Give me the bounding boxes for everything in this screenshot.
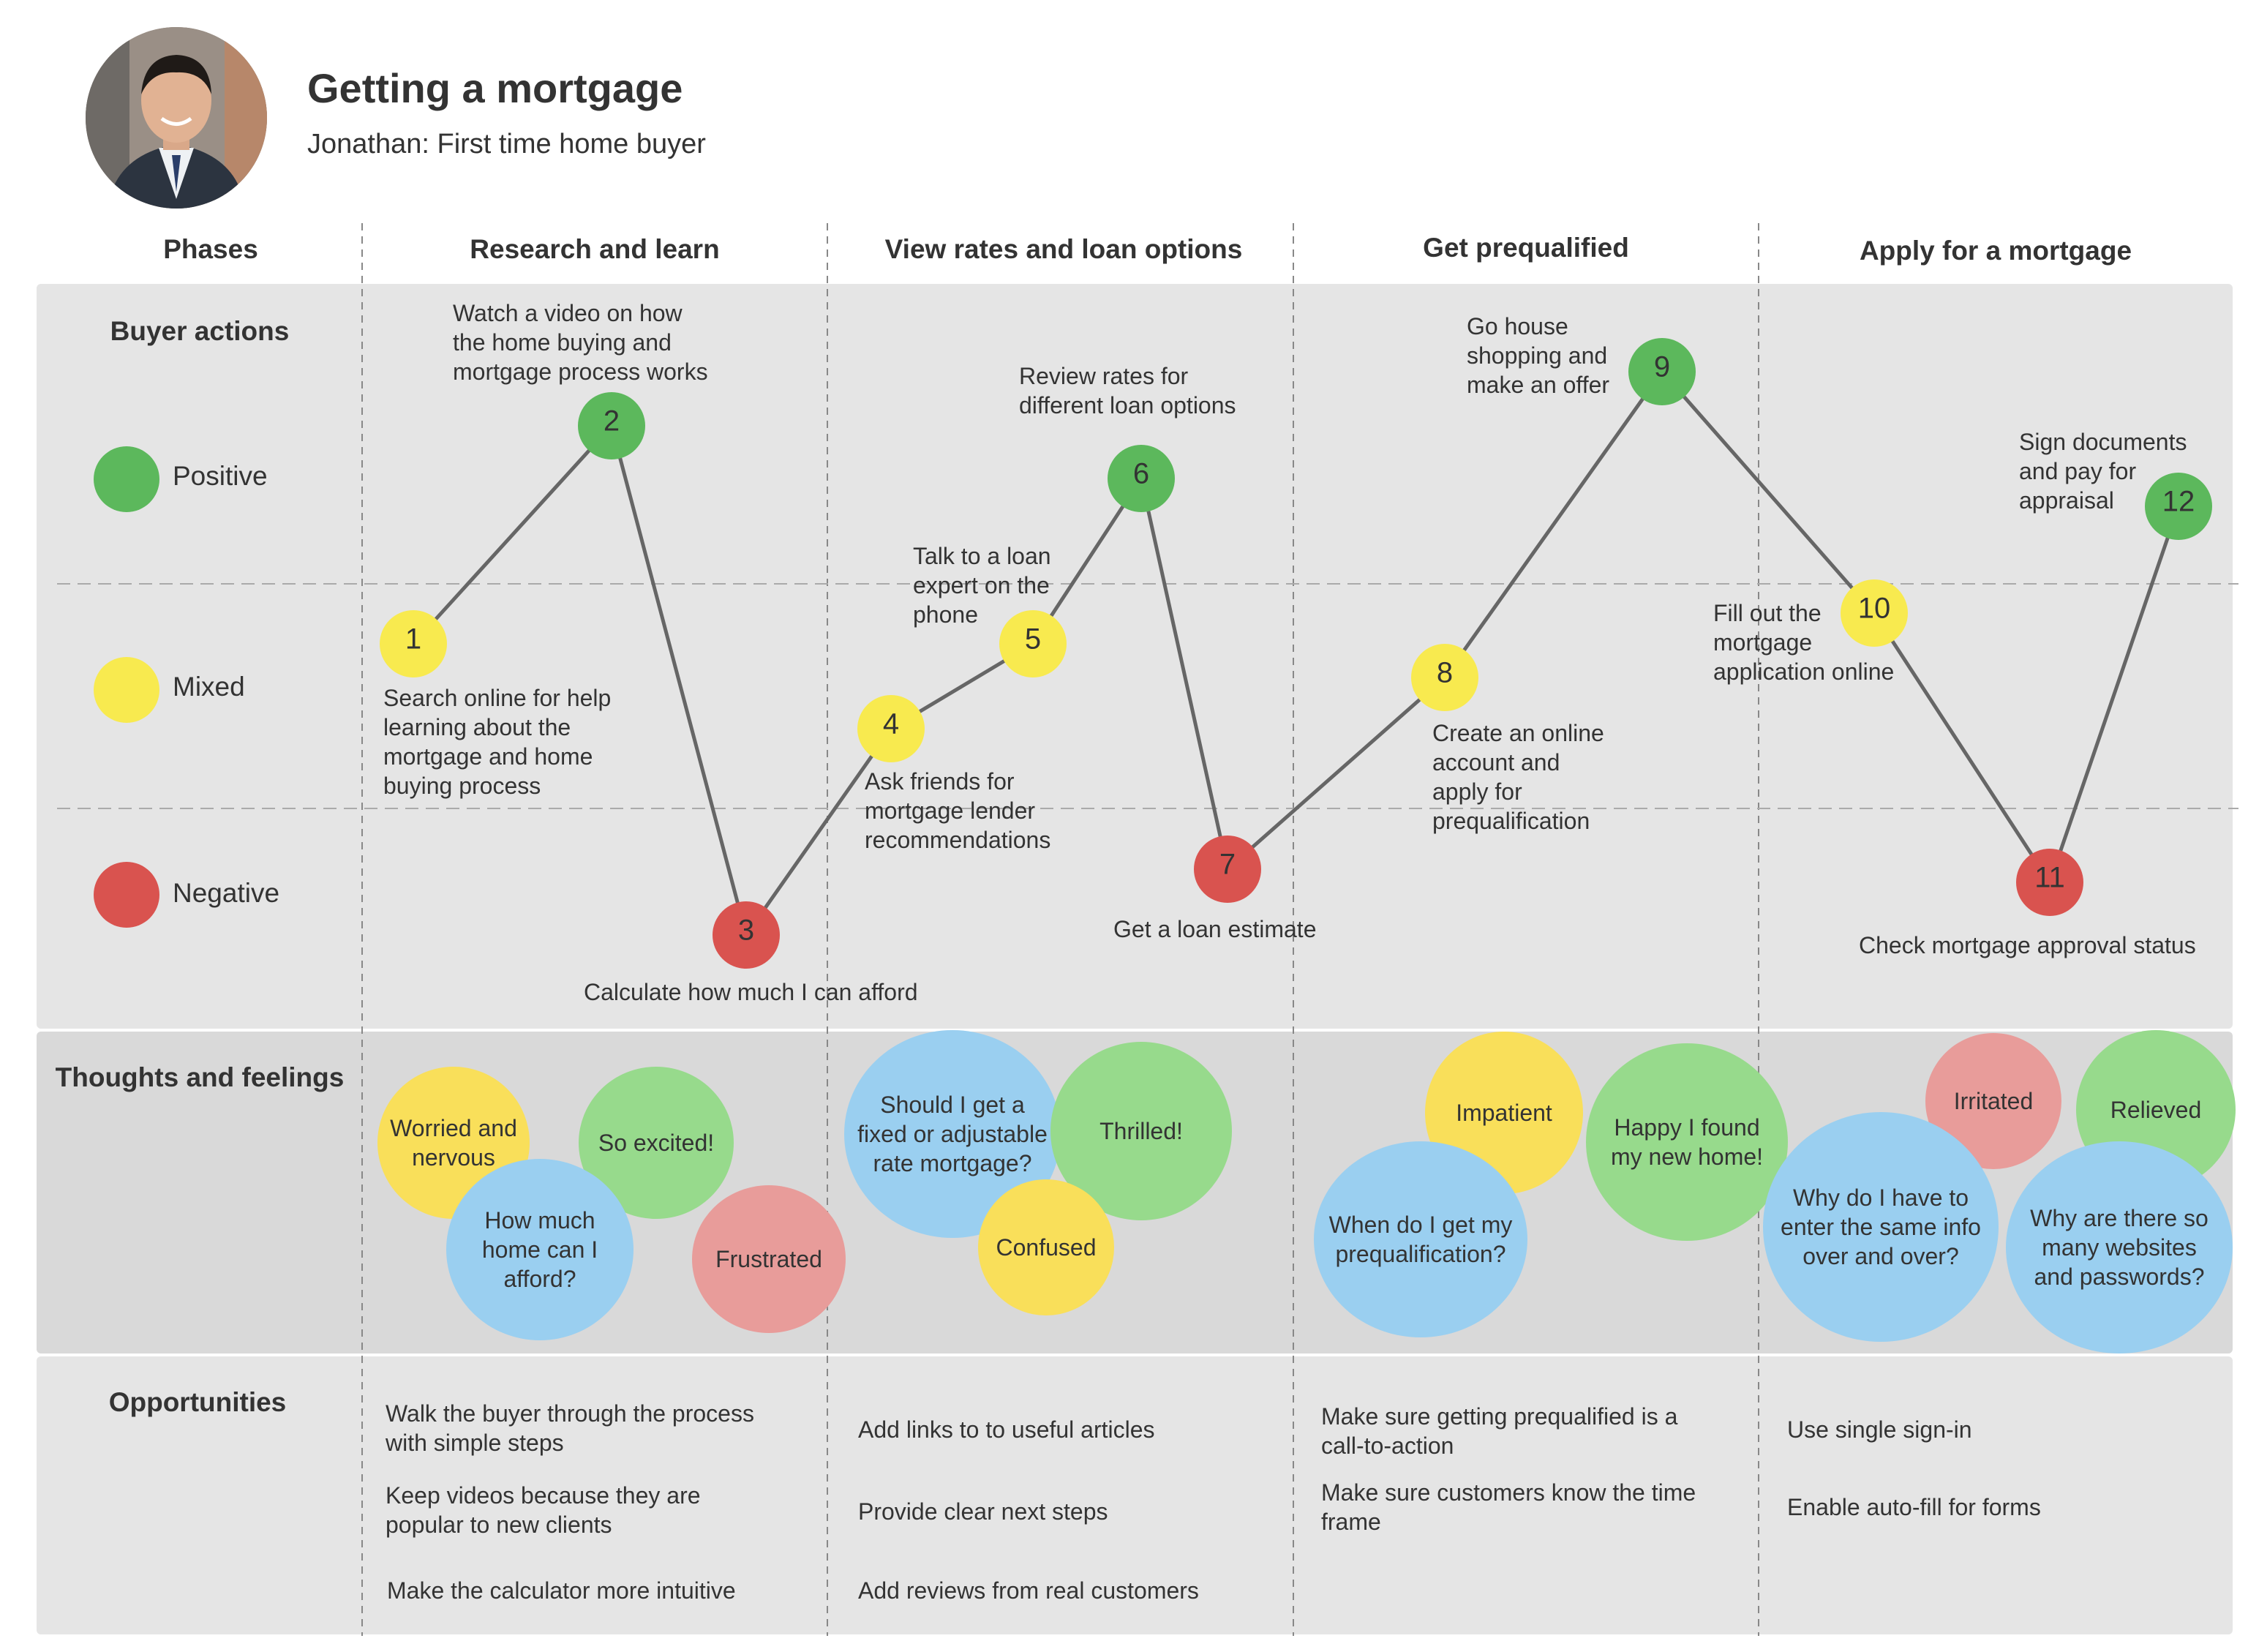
person-photo — [86, 27, 267, 209]
step-6-number: 6 — [1133, 458, 1149, 490]
phase-get-prequalified: Get prequalified — [1423, 233, 1629, 263]
step-12-label: Sign documents and pay for appraisal — [2019, 429, 2187, 514]
step-5-label: Talk to a loan expert on the phone — [913, 543, 1051, 628]
step-8-label: Create an online account and apply for p… — [1432, 720, 1604, 834]
journey-line — [412, 368, 2181, 939]
step-1-circle — [380, 610, 447, 677]
step-4-node: 4 — [857, 695, 925, 762]
step-8-number: 8 — [1437, 657, 1453, 689]
opportunity-item: Add links to to useful articles — [858, 1416, 1155, 1443]
thought-bubble-when-prequalification: When do I get my prequalification? — [1314, 1141, 1527, 1337]
step-11-label: Check mortgage approval status — [1859, 932, 2196, 958]
step-9-number: 9 — [1654, 351, 1670, 383]
step-3-circle — [713, 901, 780, 969]
step-4-number: 4 — [883, 708, 899, 740]
legend-mixed-label: Mixed — [173, 672, 245, 702]
step-10-number: 10 — [1858, 593, 1891, 625]
phase-apply-for-mortgage: Apply for a mortgage — [1859, 236, 2132, 266]
step-12-number: 12 — [2162, 486, 2195, 518]
thought-bubble-confused: Confused — [978, 1179, 1114, 1315]
step-7-circle — [1194, 836, 1261, 903]
legend-negative-label: Negative — [173, 878, 280, 908]
step-10-label: Fill out the mortgage application online — [1713, 600, 1895, 685]
opportunity-item: Provide clear next steps — [858, 1498, 1108, 1525]
thought-bubble-same-info: Why do I have to enter the same info ove… — [1763, 1112, 1999, 1342]
page-subtitle: Jonathan: First time home buyer — [307, 129, 706, 159]
thought-bubble-how-much: How much home can I afford? — [446, 1159, 634, 1340]
step-9-node: 9 — [1628, 338, 1696, 405]
step-2-label: Watch a video on how the home buying and… — [453, 300, 708, 385]
legend-positive-label: Positive — [173, 461, 268, 491]
step-1-node: 1 — [380, 610, 447, 677]
step-7-number: 7 — [1219, 849, 1236, 881]
avatar — [86, 27, 267, 209]
phase-dividers — [361, 223, 1759, 1636]
opportunity-item: Walk the buyer through the process with … — [386, 1400, 754, 1456]
legend-negative-swatch — [94, 862, 159, 928]
step-12-node: 12 — [2145, 473, 2212, 540]
step-10-circle — [1841, 579, 1908, 647]
step-2-node: 2 — [578, 392, 645, 459]
row-heading-opportunities: Opportunities — [108, 1387, 287, 1417]
step-12-circle — [2145, 473, 2212, 540]
phase-view-rates: View rates and loan options — [884, 234, 1243, 264]
phase-research-and-learn: Research and learn — [470, 234, 720, 264]
step-8-circle — [1411, 644, 1478, 711]
step-2-circle — [578, 392, 645, 459]
step-9-circle — [1628, 338, 1696, 405]
legend-mixed-swatch — [94, 657, 159, 723]
opportunity-item: Use single sign-in — [1787, 1416, 1972, 1443]
step-3-label: Calculate how much I can afford — [584, 979, 918, 1005]
step-8-node: 8 — [1411, 644, 1478, 711]
thought-bubble-happy-found-home: Happy I found my new home! — [1586, 1043, 1788, 1241]
thought-bubble-websites-passwords: Why are there so many websites and passw… — [2006, 1141, 2233, 1353]
step-7-label: Get a loan estimate — [1113, 916, 1317, 942]
step-3-number: 3 — [738, 915, 754, 947]
sentiment-dividers — [57, 583, 2238, 809]
step-5-number: 5 — [1025, 623, 1041, 656]
phases-heading: Phases — [163, 234, 258, 264]
opportunity-item: Make the calculator more intuitive — [387, 1577, 736, 1604]
page-title: Getting a mortgage — [307, 65, 683, 111]
step-2-number: 2 — [604, 405, 620, 438]
step-7-node: 7 — [1194, 836, 1261, 903]
step-4-label: Ask friends for mortgage lender recommen… — [865, 768, 1051, 853]
step-1-number: 1 — [405, 623, 421, 656]
thought-bubble-frustrated: Frustrated — [692, 1185, 846, 1333]
opportunity-item: Enable auto-fill for forms — [1787, 1494, 2041, 1520]
opportunities-panel — [37, 1356, 2233, 1634]
step-6-circle — [1108, 445, 1175, 512]
step-5-circle — [999, 610, 1067, 677]
step-11-node: 11 — [2016, 849, 2083, 916]
step-11-number: 11 — [2034, 862, 2065, 894]
row-heading-thoughts: Thoughts and feelings — [55, 1062, 345, 1092]
opportunity-item: Make sure getting prequalified is a call… — [1321, 1403, 1678, 1459]
step-6-label: Review rates for different loan options — [1019, 363, 1236, 418]
opportunity-item: Make sure customers know the time frame — [1321, 1479, 1696, 1535]
opportunity-item: Keep videos because they are popular to … — [386, 1482, 701, 1538]
step-4-circle — [857, 695, 925, 762]
row-heading-buyer-actions: Buyer actions — [110, 316, 290, 346]
step-11-circle — [2016, 849, 2083, 916]
legend-positive-swatch — [94, 446, 159, 512]
step-3-node: 3 — [713, 901, 780, 969]
step-6-node: 6 — [1108, 445, 1175, 512]
opportunity-item: Add reviews from real customers — [858, 1577, 1199, 1604]
step-9-label: Go house shopping and make an offer — [1467, 313, 1610, 398]
step-5-node: 5 — [999, 610, 1067, 677]
step-10-node: 10 — [1841, 579, 1908, 647]
step-1-label: Search online for help learning about th… — [383, 685, 612, 799]
